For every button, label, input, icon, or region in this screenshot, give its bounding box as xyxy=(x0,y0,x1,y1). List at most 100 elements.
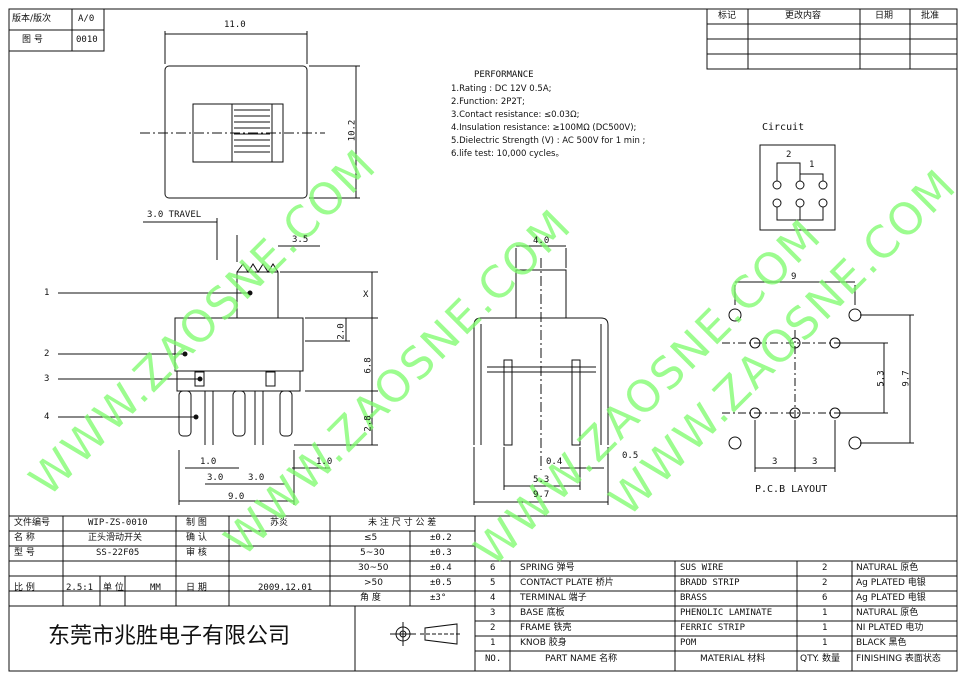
bom-no: 6 xyxy=(490,563,496,573)
version-value: A/0 xyxy=(78,14,95,24)
tol-value: ±0.4 xyxy=(430,563,452,573)
tb-unit: MM xyxy=(150,583,161,593)
bom-material: SUS WIRE xyxy=(680,563,724,573)
tb-review-label: 审 核 xyxy=(186,548,207,558)
tol-value: ±0.2 xyxy=(430,533,452,543)
dim-53: 5.3 xyxy=(533,475,550,485)
side-view xyxy=(473,245,609,505)
tb-name-label: 名 称 xyxy=(14,533,35,543)
callout-4: 4 xyxy=(44,412,50,422)
dim-04: 0.4 xyxy=(546,457,563,467)
pcb-dim-h2: 9.7 xyxy=(901,370,912,387)
drawing-no-label: 图 号 xyxy=(22,35,43,45)
rev-header-approve: 批准 xyxy=(921,11,940,21)
bom-no: 2 xyxy=(490,623,496,633)
dim-05: 0.5 xyxy=(622,451,639,461)
version-box-grid xyxy=(8,8,105,52)
projection-symbol-icon xyxy=(390,622,462,646)
tol-value: ±0.3 xyxy=(430,548,452,558)
bom-material: FERRIC STRIP xyxy=(680,623,746,633)
pcb-dim-h1: 5.3 xyxy=(876,370,887,387)
top-view xyxy=(140,31,360,199)
circuit-pin-1: 1 xyxy=(809,160,815,170)
tol-value: ±3° xyxy=(430,593,447,603)
dim-28: 2.8 xyxy=(363,415,374,432)
dim-30b: 3.0 xyxy=(248,473,265,483)
bom-finish: Ag PLATED 电银 xyxy=(856,593,926,603)
dim-90: 9.0 xyxy=(228,492,245,502)
circuit-pin-2: 2 xyxy=(786,150,792,160)
rev-header-date: 日期 xyxy=(875,11,894,21)
rev-header-mark: 标记 xyxy=(718,11,737,21)
tb-scale-label: 比 例 xyxy=(14,583,35,593)
tol-range: 角 度 xyxy=(360,593,381,603)
tol-range: 5~30 xyxy=(360,548,385,558)
dim-10b: 1.0 xyxy=(316,457,333,467)
bom-qty: 1 xyxy=(822,623,828,633)
rev-header-content: 更改内容 xyxy=(785,11,822,21)
company-name: 东莞市兆胜电子有限公司 xyxy=(48,624,291,649)
dim-top-width: 11.0 xyxy=(224,20,246,30)
front-view xyxy=(143,218,378,505)
bom-part: SPRING 弹号 xyxy=(520,563,575,573)
callout-3: 3 xyxy=(44,374,50,384)
tb-doc-no-label: 文件编号 xyxy=(14,518,51,528)
bom-no: 4 xyxy=(490,593,496,603)
dim-x: X xyxy=(363,290,369,300)
tol-range: 30~50 xyxy=(358,563,389,573)
tol-value: ±0.5 xyxy=(430,578,452,588)
drawing-frame xyxy=(8,8,958,672)
pcb-dim-p1: 3 xyxy=(772,457,778,467)
bom-no: 5 xyxy=(490,578,496,588)
circuit-title: Circuit xyxy=(762,122,805,133)
tb-doc-no: WIP-ZS-0010 xyxy=(88,518,148,528)
version-label: 版本/版次 xyxy=(12,14,52,24)
dim-30a: 3.0 xyxy=(207,473,224,483)
bom-finish: NATURAL 原色 xyxy=(856,608,919,618)
bom-qty: 1 xyxy=(822,608,828,618)
dim-35: 3.5 xyxy=(292,235,309,245)
tb-date-label: 日 期 xyxy=(186,583,207,593)
bom-finish: NI PLATED 电功 xyxy=(856,623,924,633)
pcb-dim-w: 9 xyxy=(791,272,797,282)
bom-header-part: PART NAME 名称 xyxy=(545,654,618,664)
performance-line: 6.life test: 10,000 cycles。 xyxy=(451,149,564,159)
callout-1: 1 xyxy=(44,288,50,298)
title-block-grid xyxy=(9,515,957,671)
tb-drawn-label: 制 图 xyxy=(186,518,207,528)
drawing-no-value: 0010 xyxy=(76,35,98,45)
dim-10a: 1.0 xyxy=(200,457,217,467)
tb-scale: 2.5:1 xyxy=(66,583,94,593)
tb-drawn-by: 苏炎 xyxy=(270,518,289,528)
callout-leaders xyxy=(58,290,253,420)
bom-no: 1 xyxy=(490,638,496,648)
performance-line: 2.Function: 2P2T; xyxy=(451,97,525,107)
bom-finish: Ag PLATED 电银 xyxy=(856,578,926,588)
tb-confirm-label: 确 认 xyxy=(186,533,207,543)
pcb-dim-p2: 3 xyxy=(812,457,818,467)
bom-material: BRASS xyxy=(680,593,708,603)
performance-line: 5.Dielectric Strength (V) : AC 500V for … xyxy=(451,136,646,146)
tb-date: 2009.12.01 xyxy=(258,583,313,593)
bom-material: BRADD STRIP xyxy=(680,578,740,588)
performance-line: 3.Contact resistance: ≤0.03Ω; xyxy=(451,110,580,120)
tolerance-title: 未 注 尺 寸 公 差 xyxy=(368,518,437,528)
bom-header-material: MATERIAL 材料 xyxy=(700,654,766,664)
bom-header-no: NO. xyxy=(485,654,502,664)
bom-qty: 6 xyxy=(822,593,828,603)
bom-qty: 2 xyxy=(822,563,828,573)
dim-20: 2.0 xyxy=(336,323,347,340)
bom-part: TERMINAL 端子 xyxy=(520,593,587,603)
bom-no: 3 xyxy=(490,608,496,618)
bom-header-qty: QTY. 数量 xyxy=(800,654,840,664)
dim-side-top: 4.0 xyxy=(533,236,550,246)
bom-qty: 1 xyxy=(822,638,828,648)
bom-qty: 2 xyxy=(822,578,828,588)
circuit-diagram xyxy=(759,144,836,231)
tol-range: >50 xyxy=(364,578,383,588)
pcb-layout xyxy=(722,281,914,472)
tol-range: ≤5 xyxy=(364,533,378,543)
tb-model-label: 型 号 xyxy=(14,548,35,558)
dim-travel: 3.0 TRAVEL xyxy=(147,210,202,220)
